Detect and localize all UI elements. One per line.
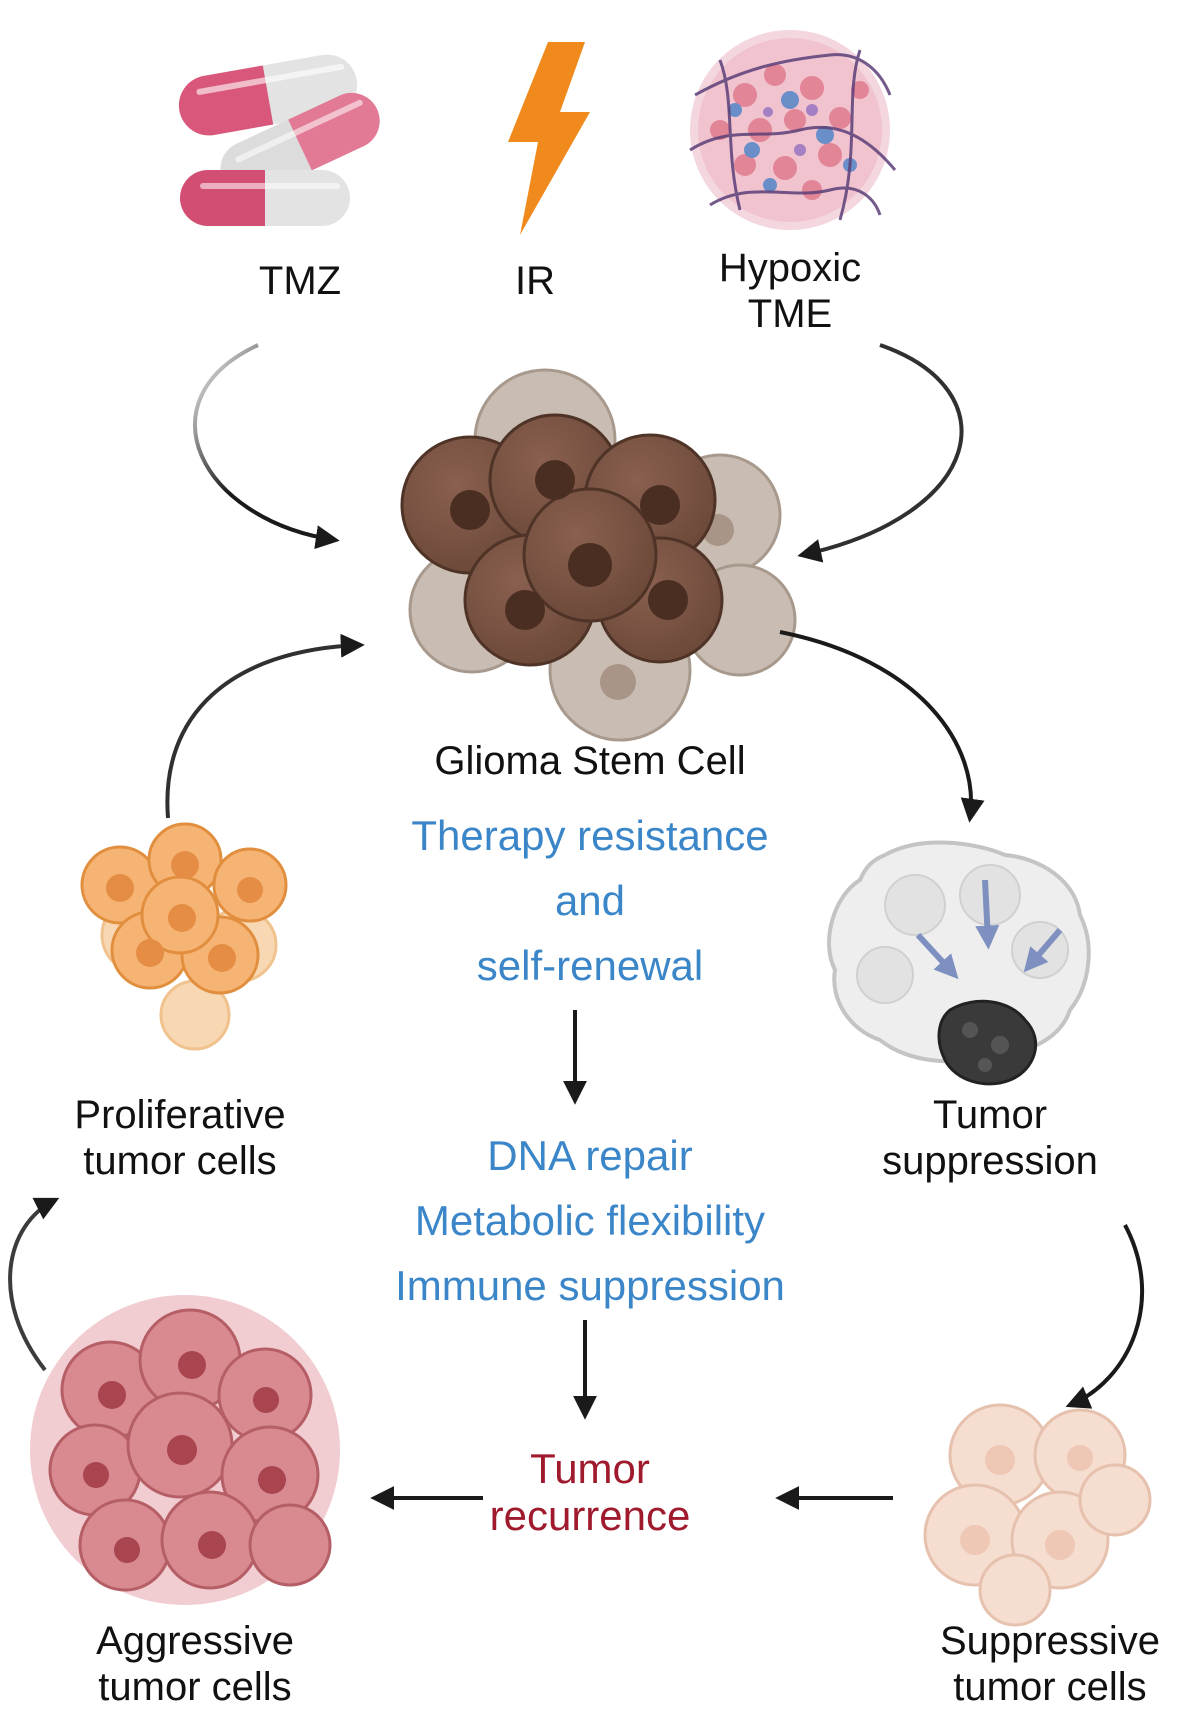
- label-ir: IR: [515, 259, 555, 303]
- tumor-suppression-icon: [827, 840, 1091, 1086]
- label-property-line3: self-renewal: [476, 942, 704, 990]
- label-recurrence-line1: Tumor: [530, 1445, 650, 1492]
- label-suppression-line2: suppression: [882, 1139, 1098, 1184]
- arrow-tme-to-gsc: [797, 343, 964, 563]
- label-suppressive-line1: Suppressive: [939, 1619, 1161, 1663]
- label-hypoxic-tme: Hypoxic TME: [680, 245, 900, 338]
- label-therapy-resistance: Therapy resistance and self-renewal: [340, 803, 840, 998]
- arrow-gsc-to-suppression: [779, 630, 985, 823]
- label-mechanisms: DNA repair Metabolic flexibility Immune …: [330, 1123, 850, 1318]
- lightning-bolt-icon: [508, 42, 590, 235]
- label-suppressive-line2: tumor cells: [953, 1665, 1147, 1710]
- label-proliferative-line2: tumor cells: [83, 1139, 277, 1184]
- label-recurrence-line2: recurrence: [489, 1492, 691, 1540]
- label-mech-line2: Metabolic flexibility: [414, 1197, 766, 1245]
- label-proliferative-tumor-cells: Proliferative tumor cells: [20, 1092, 340, 1185]
- label-suppression-line1: Tumor: [932, 1093, 1048, 1137]
- aggressive-tumor-cells-icon: [30, 1295, 340, 1605]
- label-property-line2: and: [554, 877, 626, 925]
- label-tmz: TMZ: [258, 259, 342, 303]
- tmz-capsules-icon: [178, 54, 380, 226]
- glioma-stem-cell-icon: [400, 368, 797, 742]
- label-aggressive-line2: tumor cells: [98, 1665, 292, 1710]
- hypoxic-tme-icon: [689, 30, 897, 230]
- arrow-proliferative-to-gsc: [165, 633, 365, 819]
- label-hypoxic-line1: Hypoxic: [718, 246, 862, 290]
- label-mech-line1: DNA repair: [487, 1132, 693, 1179]
- label-proliferative-line1: Proliferative: [74, 1093, 286, 1137]
- arrow-aggressive-to-proliferative: [8, 1197, 60, 1372]
- arrow-suppression-to-suppressive: [1065, 1224, 1145, 1409]
- label-hypoxic-line2: TME: [747, 292, 833, 337]
- label-suppressive-tumor-cells: Suppressive tumor cells: [900, 1618, 1200, 1711]
- arrow-tmz-to-gsc: [192, 343, 340, 550]
- label-aggressive-tumor-cells: Aggressive tumor cells: [45, 1618, 345, 1711]
- suppressive-tumor-cells-icon: [923, 1403, 1152, 1627]
- label-tumor-recurrence: Tumor recurrence: [440, 1445, 740, 1539]
- label-mech-line3: Immune suppression: [395, 1262, 785, 1310]
- label-glioma-stem-cell: Glioma Stem Cell: [434, 739, 746, 783]
- label-aggressive-line1: Aggressive: [96, 1619, 294, 1663]
- proliferative-tumor-cells-icon: [80, 822, 288, 1051]
- label-tumor-suppression: Tumor suppression: [840, 1092, 1140, 1185]
- label-property-line1: Therapy resistance: [411, 812, 769, 859]
